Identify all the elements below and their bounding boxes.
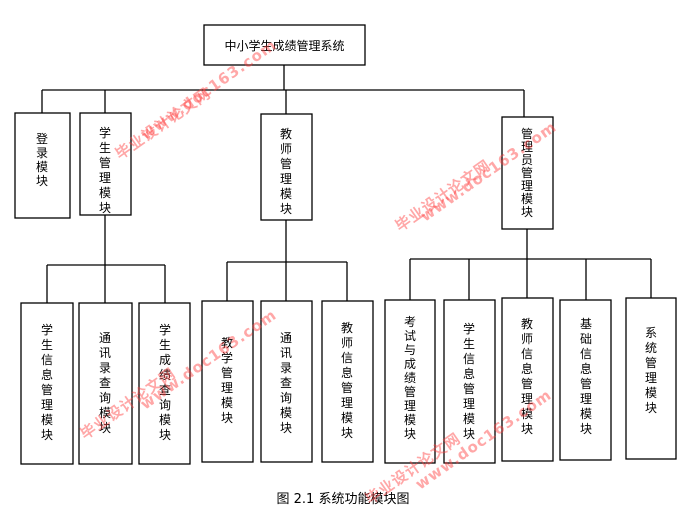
submodule-label: 教学管理模块 [221,335,233,425]
connectors [41,65,652,303]
module-node-teacher: 教师管理模块 [260,113,313,221]
submodule-node: 通讯录查询模块 [78,302,133,465]
submodule-label: 基础信息管理模块 [580,317,592,436]
submodule-label: 系统管理模块 [645,326,657,415]
submodule-node: 教师信息管理模块 [321,300,374,463]
submodule-node: 通讯录查询模块 [260,300,313,463]
submodule-label: 考试与成绩管理模块 [404,315,416,441]
submodule-label: 学生成绩查询模块 [159,322,171,442]
root-node: 中小学生成绩管理系统 [203,24,366,66]
submodule-node: 学生信息管理模块 [20,302,74,465]
submodule-label: 教师信息管理模块 [521,316,533,436]
module-label: 管理员管理模块 [521,126,533,219]
submodule-label: 教师信息管理模块 [341,320,353,440]
submodule-node: 系统管理模块 [625,297,677,460]
figure-caption: 图 2.1 系统功能模块图 [277,492,410,507]
submodule-label: 通讯录查询模块 [280,331,292,435]
module-label: 登录模块 [36,131,48,188]
module-label: 教师管理模块 [280,126,292,216]
submodule-node: 教师信息管理模块 [501,297,554,462]
submodule-label: 通讯录查询模块 [99,331,111,435]
root-label: 中小学生成绩管理系统 [224,38,344,53]
module-node-login: 登录模块 [14,112,71,219]
submodule-node: 考试与成绩管理模块 [384,299,436,464]
submodule-label: 学生信息管理模块 [463,321,475,441]
module-label: 学生管理模块 [99,125,111,215]
submodule-node: 教学管理模块 [201,300,254,463]
submodule-node: 学生成绩查询模块 [138,302,191,465]
module-node-admin: 管理员管理模块 [501,116,554,230]
submodule-label: 学生信息管理模块 [41,322,53,442]
submodule-node: 基础信息管理模块 [559,299,612,461]
submodule-node: 学生信息管理模块 [443,299,496,464]
module-node-student: 学生管理模块 [79,112,132,216]
